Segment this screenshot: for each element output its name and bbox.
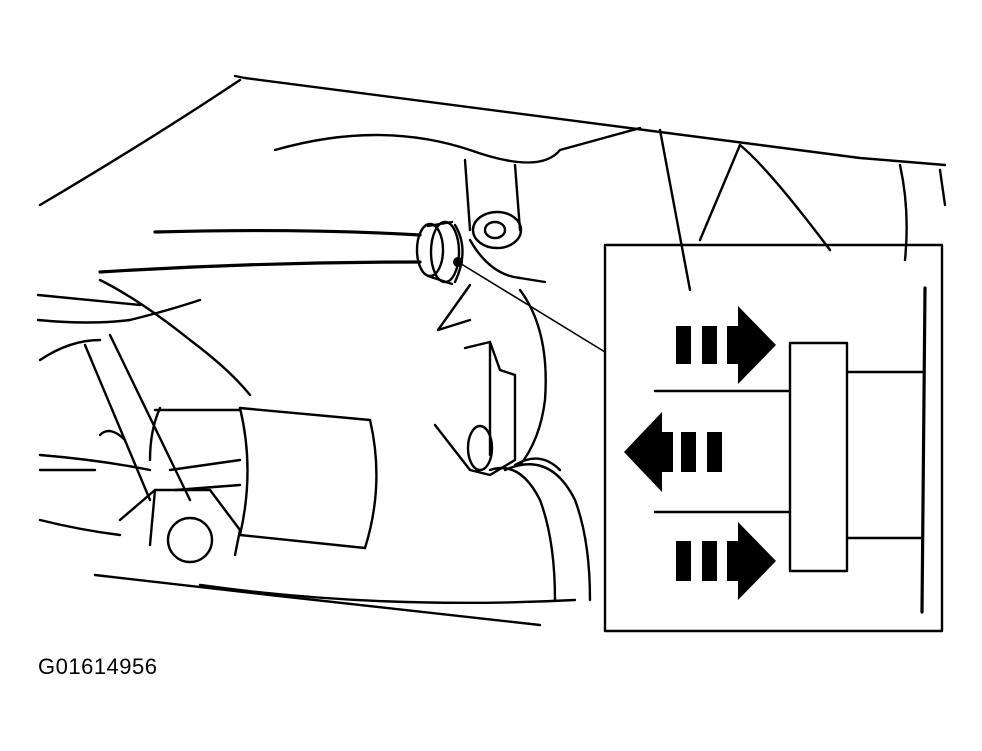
figure-id-label: G01614956 [38, 654, 158, 679]
callout-leader-line [457, 261, 606, 353]
inset-plate [920, 286, 927, 614]
frame-members [36, 278, 577, 627]
arrow-right-icon [676, 306, 776, 384]
connector-body [788, 341, 849, 573]
underbody-panel [38, 74, 947, 292]
arrow-right-icon [676, 522, 776, 600]
inset-detail [603, 243, 944, 633]
cable-assembly [98, 220, 464, 286]
hose [488, 457, 592, 602]
actuator-cylinder [98, 406, 378, 564]
arrow-left-icon [624, 412, 722, 492]
inset-frame [603, 243, 944, 633]
mounting-bracket [463, 158, 547, 284]
lever-arm [433, 283, 547, 477]
